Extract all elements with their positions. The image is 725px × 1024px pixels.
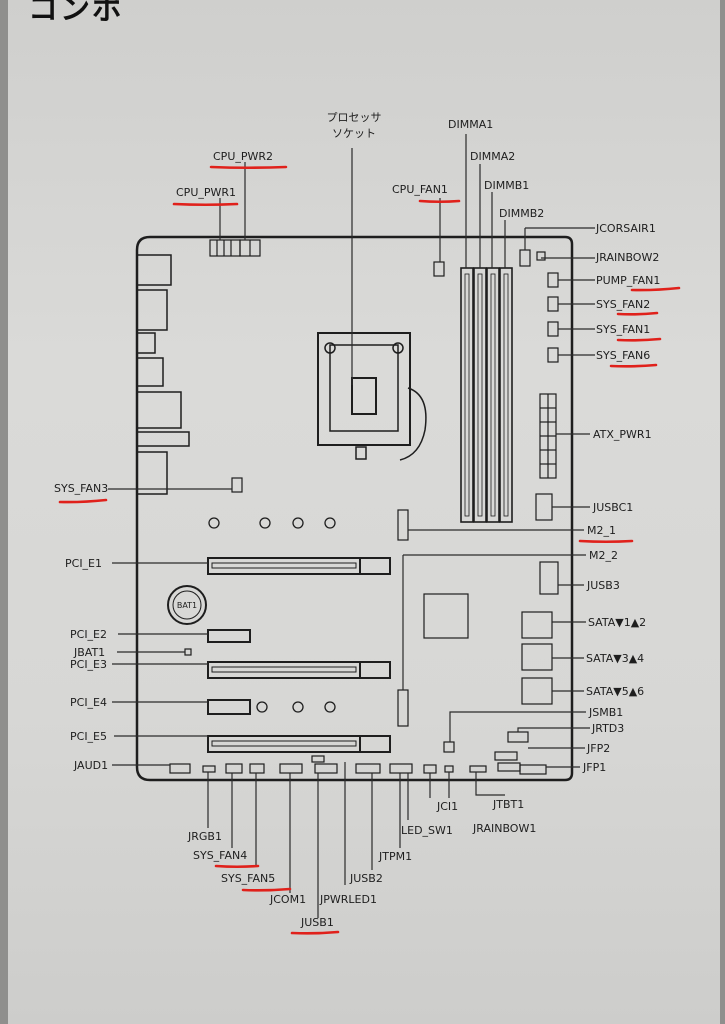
jrainbow1-label: JRAINBOW1 [472, 822, 536, 835]
dimma2-label: DIMMA2 [470, 150, 515, 163]
jusbc1-label: JUSBC1 [592, 501, 633, 514]
cpu-pwr2-label: CPU_PWR2 [213, 150, 273, 163]
jusb1-label: JUSB1 [300, 916, 334, 929]
jtbt1-label: JTBT1 [492, 798, 524, 811]
jsmb1-label: JSMB1 [588, 706, 623, 719]
cpu-pwr1-label: CPU_PWR1 [176, 186, 236, 199]
m2-1-underline [578, 539, 634, 544]
dimmb2-slot-groove [503, 273, 509, 517]
pci-e2-label: PCI_E2 [70, 628, 107, 641]
cpu-power-connectors [209, 239, 261, 257]
sata12-label: SATA▼1▲2 [588, 616, 646, 629]
dimmb1-slot [486, 267, 500, 523]
dimma1-slot-groove [464, 273, 470, 517]
dimmb1-label: DIMMB1 [484, 179, 529, 192]
m2-2-label: M2_2 [589, 549, 618, 562]
jrainbow2-label: JRAINBOW2 [595, 251, 659, 264]
jusb2-label: JUSB2 [349, 872, 383, 885]
jbat1-label: JBAT1 [73, 646, 105, 659]
sata34-label: SATA▼3▲4 [586, 652, 644, 665]
pci-e3-label: PCI_E3 [70, 658, 107, 671]
rear-io [136, 254, 190, 495]
bat1-battery: BAT1 [167, 585, 207, 625]
jci1-label: JCI1 [436, 800, 458, 813]
dimma2-slot [473, 267, 487, 523]
m2-1-label: M2_1 [587, 524, 616, 537]
mounting-holes [208, 517, 336, 713]
cpu-pwr2-underline [209, 165, 288, 170]
cpu-pwr1-underline [172, 202, 239, 207]
pump-fan1-underline [630, 286, 681, 292]
sys-fan6-underline [609, 363, 658, 368]
pump-fan1-label: PUMP_FAN1 [596, 274, 660, 287]
sys-fan5-label: SYS_FAN5 [221, 872, 275, 885]
jcom1-label: JCOM1 [269, 893, 306, 906]
dimma1-slot [460, 267, 474, 523]
cpu-fan1-underline [418, 199, 461, 204]
jfp1-label: JFP1 [582, 761, 606, 774]
socket-label-2: ソケット [332, 127, 376, 140]
sys-fan2-underline [616, 311, 659, 316]
cpu-socket [317, 332, 427, 461]
manual-page [8, 0, 720, 1024]
led-sw1-label: LED_SW1 [401, 824, 453, 837]
jusb1-underline [290, 930, 340, 935]
sys-fan5-underline [241, 887, 292, 892]
dimmb2-slot [499, 267, 513, 523]
dimma1-label: DIMMA1 [448, 118, 493, 131]
pci-e5-label: PCI_E5 [70, 730, 107, 743]
jpwrled1-label: JPWRLED1 [319, 893, 377, 906]
board-outline [135, 235, 574, 782]
pci-e4-label: PCI_E4 [70, 696, 107, 709]
cpu-fan-header [433, 261, 445, 277]
jusb3-label: JUSB3 [586, 579, 620, 592]
right-headers [519, 249, 559, 363]
sata56-label: SATA▼5▲6 [586, 685, 644, 698]
pci-e1-label: PCI_E1 [65, 557, 102, 570]
sys-fan1-underline [616, 337, 662, 342]
sys-fan6-label: SYS_FAN6 [596, 349, 650, 362]
cpu-fan1-label: CPU_FAN1 [392, 183, 448, 196]
bat1-label: BAT1 [177, 601, 197, 610]
jtpm1-label: JTPM1 [378, 850, 412, 863]
atx-pwr1-label: ATX_PWR1 [593, 428, 652, 441]
sys-fan3-label: SYS_FAN3 [54, 482, 108, 495]
atx-24pin-connector [539, 393, 557, 479]
sys-fan1-label: SYS_FAN1 [596, 323, 650, 336]
red-underline-annotations [58, 165, 681, 935]
jrtd3-label: JRTD3 [591, 722, 624, 735]
component-labels: プロセッサ ソケット CPU_PWR2 CPU_PWR1 CPU_FAN1 DI… [54, 111, 660, 929]
dimma2-slot-groove [477, 273, 483, 517]
dimm-slots [460, 267, 513, 523]
jaud1-label: JAUD1 [73, 759, 108, 772]
bottom-headers [169, 755, 487, 774]
jcorsair1-label: JCORSAIR1 [595, 222, 656, 235]
page-heading: コンポ [28, 0, 124, 27]
sys-fan4-underline [214, 864, 260, 869]
sys-fan4-label: SYS_FAN4 [193, 849, 247, 862]
dimmb1-slot-groove [490, 273, 496, 517]
jrgb1-label: JRGB1 [187, 830, 222, 843]
jfp2-label: JFP2 [586, 742, 610, 755]
leader-lines [108, 134, 595, 918]
sys-fan3-underline [58, 498, 108, 504]
pcie-slots [207, 557, 391, 753]
dimmb2-label: DIMMB2 [499, 207, 544, 220]
socket-label-1: プロセッサ [327, 111, 382, 124]
sys-fan2-label: SYS_FAN2 [596, 298, 650, 311]
